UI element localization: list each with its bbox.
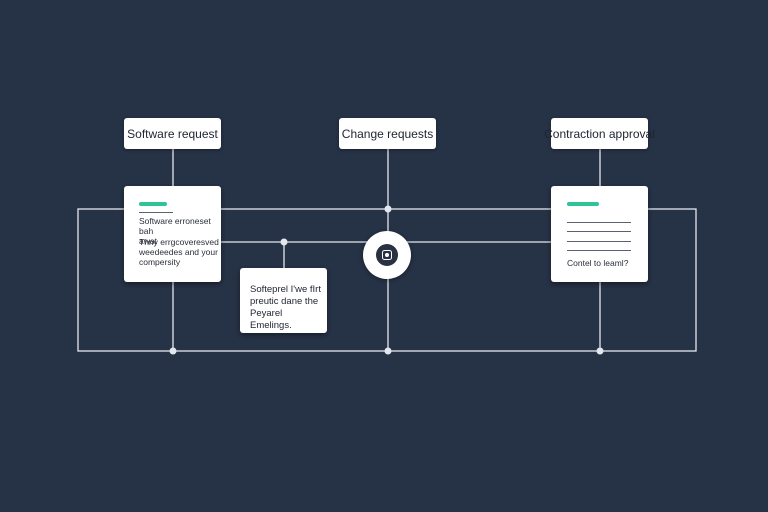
- card-body-text-2: Thny errgcoveresved weedeedes and your c…: [139, 237, 219, 267]
- card-line: [567, 222, 631, 223]
- change-requests-label[interactable]: Change requests: [339, 118, 436, 149]
- junction-dot: [384, 347, 392, 355]
- card-divider: [139, 212, 173, 213]
- note-card[interactable]: Softeprel I'we fIrt preutic dane the Pey…: [240, 268, 327, 333]
- junction-dot: [596, 347, 604, 355]
- gear-icon: [376, 244, 398, 266]
- card-body-text-1: Software erroneset bah awat: [139, 216, 211, 246]
- software-request-text: Software request: [127, 126, 218, 141]
- card-line: [567, 231, 631, 232]
- contraction-approval-text: Contraction approval: [544, 126, 655, 141]
- change-requests-text: Change requests: [341, 126, 434, 141]
- software-request-label[interactable]: Software request: [124, 118, 221, 149]
- junction-dot: [280, 238, 288, 246]
- card-line: [567, 250, 631, 251]
- card-accent-bar: [139, 202, 167, 206]
- contraction-approval-label[interactable]: Contraction approval: [544, 118, 655, 149]
- card-accent-bar: [567, 202, 599, 206]
- central-hub-node[interactable]: [363, 231, 411, 279]
- card-line: [567, 241, 631, 242]
- note-text: Softeprel I'we fIrt preutic dane the Pey…: [250, 284, 321, 331]
- junction-dot: [384, 205, 392, 213]
- card-caption: Contel to leaml?: [567, 258, 629, 268]
- junction-dot: [169, 347, 177, 355]
- contraction-approval-card[interactable]: Contel to leaml?: [551, 186, 648, 282]
- software-request-card[interactable]: Software erroneset bah awat Thny errgcov…: [124, 186, 221, 282]
